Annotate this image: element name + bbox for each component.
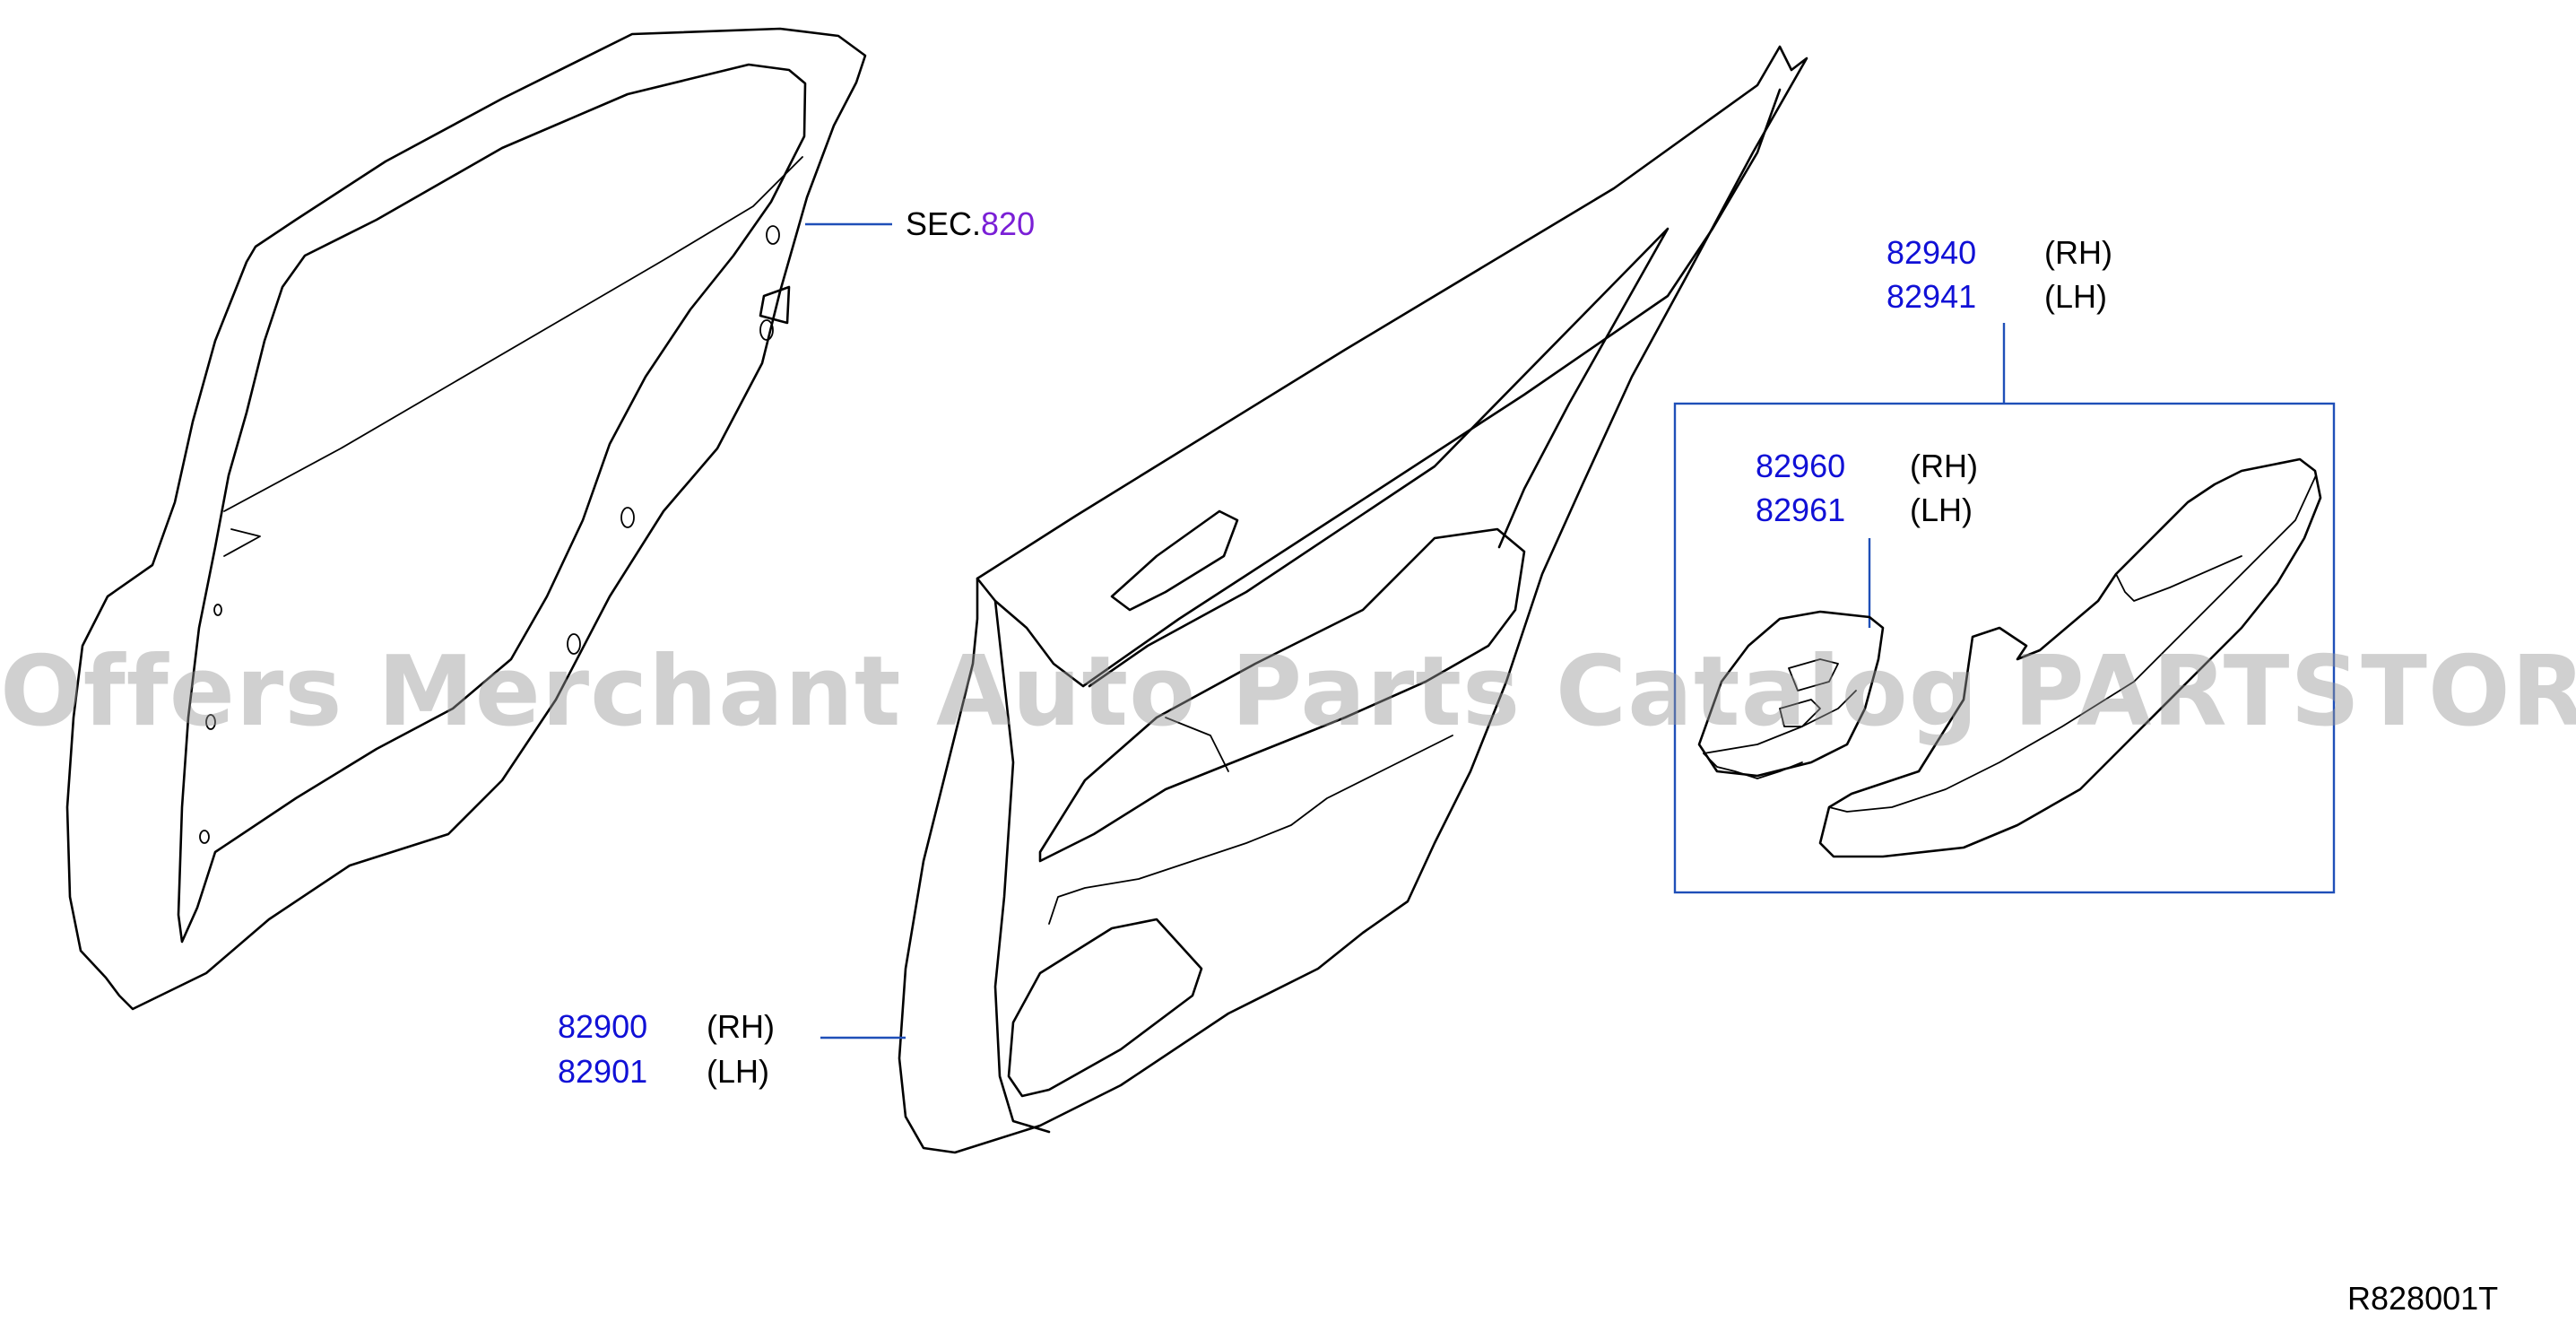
finisher-callout-lh: 82901 [558, 1054, 647, 1090]
diagram-code: R828001T [2347, 1280, 2499, 1317]
finisher-callout-rh: 82900 [558, 1009, 647, 1045]
armrest-side-lh: (LH) [2044, 278, 2107, 315]
switch-callout-lh: 82961 [1756, 492, 1845, 528]
part-number-82940[interactable]: 82940 [1886, 234, 1977, 271]
door-finisher [898, 45, 1808, 1154]
sec-reference[interactable]: SEC.820 [906, 206, 1035, 242]
armrest-callout-rh: 82940 [1886, 235, 1976, 271]
part-number-82960[interactable]: 82960 [1756, 448, 1846, 484]
watermark: Offers Merchant Auto Parts Catalog PARTS… [0, 636, 2576, 748]
armrest-part [1818, 457, 2322, 858]
switch-side-lh: (LH) [1910, 492, 1973, 528]
sec-prefix: SEC. [906, 205, 982, 242]
part-number-82961[interactable]: 82961 [1756, 492, 1846, 528]
armrest-callout-box [1673, 402, 2336, 894]
switch-callout-rh: 82960 [1756, 448, 1845, 484]
part-number-82901[interactable]: 82901 [558, 1053, 648, 1090]
armrest-side-rh: (RH) [2044, 234, 2112, 271]
switch-finisher-part [1697, 610, 1885, 779]
door-inner-panel [65, 27, 867, 1011]
part-number-82900[interactable]: 82900 [558, 1008, 648, 1045]
switch-side-rh: (RH) [1910, 448, 1978, 484]
finisher-side-lh: (LH) [707, 1053, 769, 1090]
armrest-callout-lh: 82941 [1886, 279, 1976, 315]
sec-number[interactable]: 820 [981, 205, 1036, 242]
part-number-82941[interactable]: 82941 [1886, 278, 1977, 315]
finisher-side-rh: (RH) [707, 1008, 775, 1045]
